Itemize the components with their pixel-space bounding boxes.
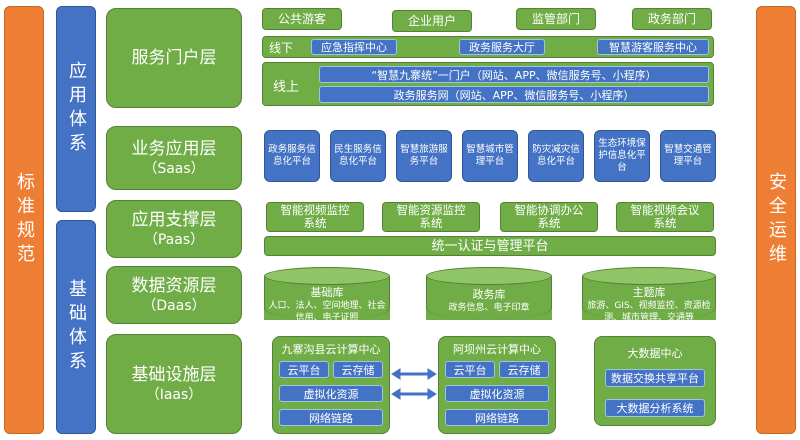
county-cloud-storage: 云存储 xyxy=(333,361,383,378)
layer-business: 业务应用层 （Saas） xyxy=(106,126,242,190)
data-exchange-platform: 数据交换共享平台 xyxy=(605,369,705,387)
app-disaster: 防灾减灾信息化平台 xyxy=(528,130,584,182)
prefecture-cloud-title: 阿坝州云计算中心 xyxy=(453,343,541,356)
support-resource-monitor: 智能资源监控系统 xyxy=(382,202,480,232)
layer-data-sub: （Daas） xyxy=(142,298,206,314)
app-smart-traffic: 智慧交通管理平台 xyxy=(660,130,716,182)
datastore-base-desc: 人口、法人、空间地理、社会信用、电子证照 xyxy=(268,301,386,323)
layer-portal-title: 服务门户层 xyxy=(131,48,217,68)
standards-column: 标准规范 xyxy=(4,6,44,434)
prefecture-cloud-storage: 云存储 xyxy=(499,361,549,378)
layer-data: 数据资源层 （Daas） xyxy=(106,266,242,324)
app-livelihood: 民生服务信息化平台 xyxy=(330,130,386,182)
county-cloud-center: 九寨沟县云计算中心 云平台 云存储 虚拟化资源 网络链路 xyxy=(272,336,390,434)
layer-portal: 服务门户层 xyxy=(106,8,242,108)
sync-arrows xyxy=(391,368,437,400)
county-cloud-title: 九寨沟县云计算中心 xyxy=(281,343,381,356)
datastore-base-name: 基础库 xyxy=(310,286,344,299)
county-cloud-platform: 云平台 xyxy=(279,361,329,378)
layer-data-title: 数据资源层 xyxy=(131,276,217,296)
layer-infra: 基础设施层 （Iaas） xyxy=(106,334,242,434)
datastore-gov-desc: 政务信息、电子印章 xyxy=(448,303,530,313)
user-regulator: 监管部门 xyxy=(516,8,596,30)
layer-business-sub: （Saas） xyxy=(143,161,205,177)
standards-label: 标准规范 xyxy=(14,172,35,268)
online-item-portal: “智慧九寨统”一门户（网站、APP、微信服务号、小程序） xyxy=(319,66,709,83)
datastore-theme-desc: 旅游、GIS、视频监控、资源检测、城市管理、交通等 xyxy=(587,301,711,323)
user-public-tourist: 公共游客 xyxy=(262,8,342,30)
double-arrow-icon xyxy=(391,368,437,400)
app-system-column: 应用体系 xyxy=(56,6,96,212)
datastore-theme-name: 主题库 xyxy=(632,286,666,299)
base-system-label: 基础体系 xyxy=(66,279,87,375)
app-ecology: 生态环境保护信息化平台 xyxy=(594,130,650,182)
support-video-conference: 智能视频会议系统 xyxy=(616,202,714,232)
county-virtual-resources: 虚拟化资源 xyxy=(279,385,383,402)
datastore-gov: 政务库 政务信息、电子印章 xyxy=(426,267,552,320)
prefecture-cloud-center: 阿坝州云计算中心 云平台 云存储 虚拟化资源 网络链路 xyxy=(438,336,556,434)
offline-item-service-hall: 政务服务大厅 xyxy=(459,39,545,55)
county-network-link: 网络链路 xyxy=(279,409,383,426)
layer-support-title: 应用支撑层 xyxy=(131,210,217,230)
app-smart-tourism: 智慧旅游服务平台 xyxy=(396,130,452,182)
security-ops-column: 安全运维 xyxy=(756,6,796,434)
app-system-label: 应用体系 xyxy=(66,61,87,157)
unified-auth-platform: 统一认证与管理平台 xyxy=(264,236,716,256)
offline-label: 线下 xyxy=(269,41,294,55)
datastore-gov-name: 政务库 xyxy=(472,288,506,301)
prefecture-virtual-resources: 虚拟化资源 xyxy=(445,385,549,402)
user-enterprise: 企业用户 xyxy=(392,10,472,32)
app-smart-city: 智慧城市管理平台 xyxy=(462,130,518,182)
layer-infra-sub: （Iaas） xyxy=(145,387,203,403)
app-gov-service: 政务服务信息化平台 xyxy=(264,130,320,182)
bigdata-analysis-system: 大数据分析系统 xyxy=(605,399,705,417)
online-item-gov-network: 政务服务网（网站、APP、微信服务号、小程序） xyxy=(319,86,709,103)
base-system-column: 基础体系 xyxy=(56,220,96,434)
layer-support: 应用支撑层 （Paas） xyxy=(106,200,242,258)
bigdata-center-title: 大数据中心 xyxy=(627,347,683,360)
prefecture-cloud-platform: 云平台 xyxy=(445,361,495,378)
support-video-monitor: 智能视频监控系统 xyxy=(266,202,364,232)
datastore-base: 基础库 人口、法人、空间地理、社会信用、电子证照 xyxy=(264,267,390,323)
layer-support-sub: （Paas） xyxy=(143,232,205,248)
layer-business-title: 业务应用层 xyxy=(131,139,217,159)
datastore-theme: 主题库 旅游、GIS、视频监控、资源检测、城市管理、交通等 xyxy=(582,267,716,323)
offline-bar: 线下 应急指挥中心 政务服务大厅 智慧游客服务中心 xyxy=(262,36,714,58)
layer-infra-title: 基础设施层 xyxy=(131,365,217,385)
support-office: 智能协调办公系统 xyxy=(500,202,598,232)
offline-item-emergency: 应急指挥中心 xyxy=(311,39,397,55)
online-label: 线上 xyxy=(273,80,300,95)
prefecture-network-link: 网络链路 xyxy=(445,409,549,426)
online-bar: 线上 “智慧九寨统”一门户（网站、APP、微信服务号、小程序） 政务服务网（网站… xyxy=(262,62,714,106)
bigdata-center: 大数据中心 数据交换共享平台 大数据分析系统 xyxy=(594,336,716,426)
user-government: 政务部门 xyxy=(632,8,712,30)
offline-item-tourist-center: 智慧游客服务中心 xyxy=(597,39,709,55)
security-ops-label: 安全运维 xyxy=(766,172,787,268)
